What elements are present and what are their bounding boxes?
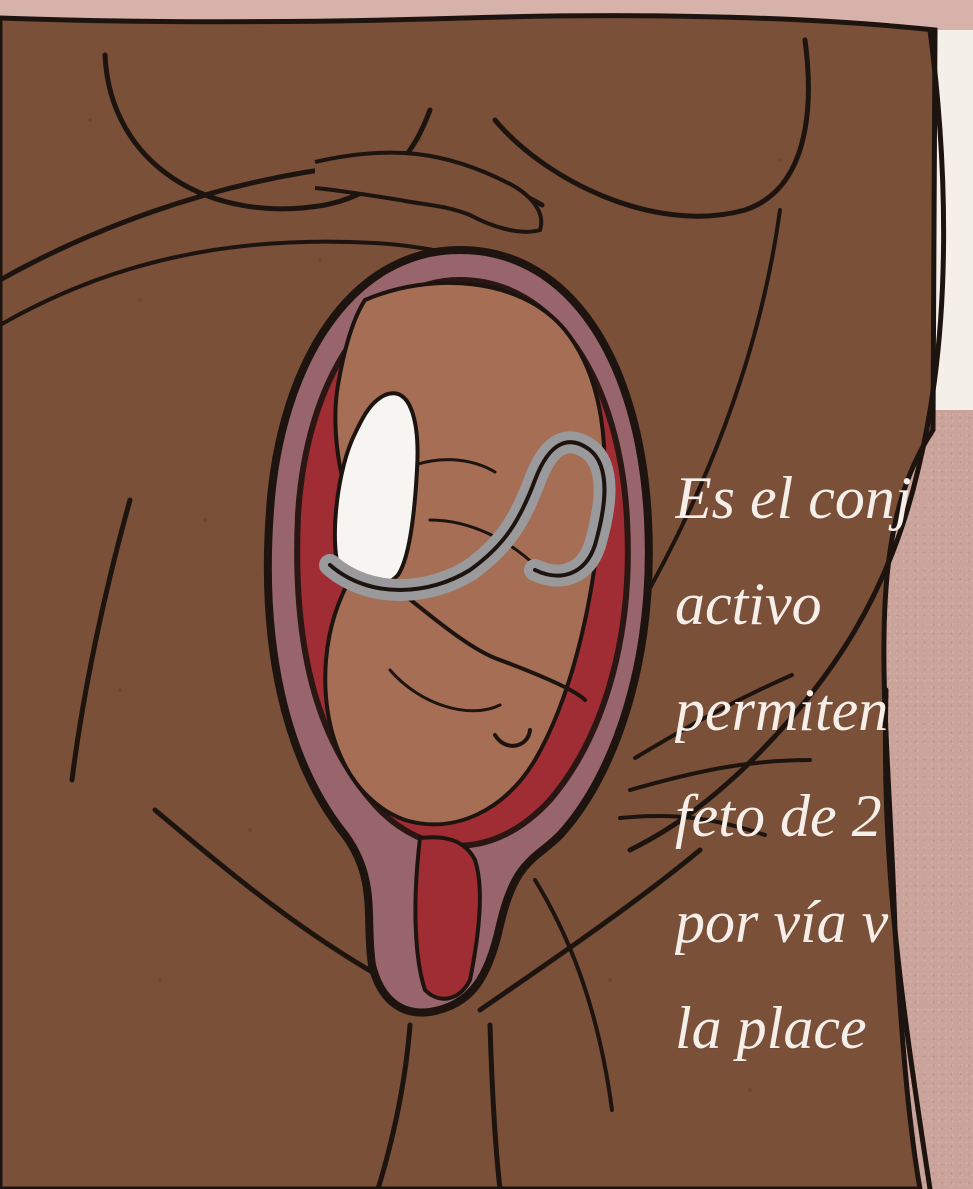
fetus-ear [493,728,532,748]
right-breast-line [492,37,811,219]
right-thigh-line [533,878,614,1112]
caption-line-2: activo [675,571,822,637]
fetus-head-line [390,583,587,702]
caption-line-6: la place [675,995,867,1061]
caption-line-3: permiten [675,677,889,743]
lower-right-hand [618,673,812,837]
umbilical-cord-outline [328,440,607,592]
leg-gap [375,1022,503,1189]
caption-line-5: por vía v [675,889,889,955]
left-waist-line [69,497,133,783]
right-waist-line [882,687,933,1189]
cervix [413,835,482,1001]
left-hip-crease [152,807,398,988]
overlay-caption: Es el conj activo permiten feto de 2 por… [675,445,973,1085]
right-hip-crease [477,847,703,1013]
right-arm-outline [627,27,947,853]
caption-line-4: feto de 2 [675,783,882,849]
upper-hand [314,150,544,234]
caption-line-1: Es el conj [675,465,912,531]
